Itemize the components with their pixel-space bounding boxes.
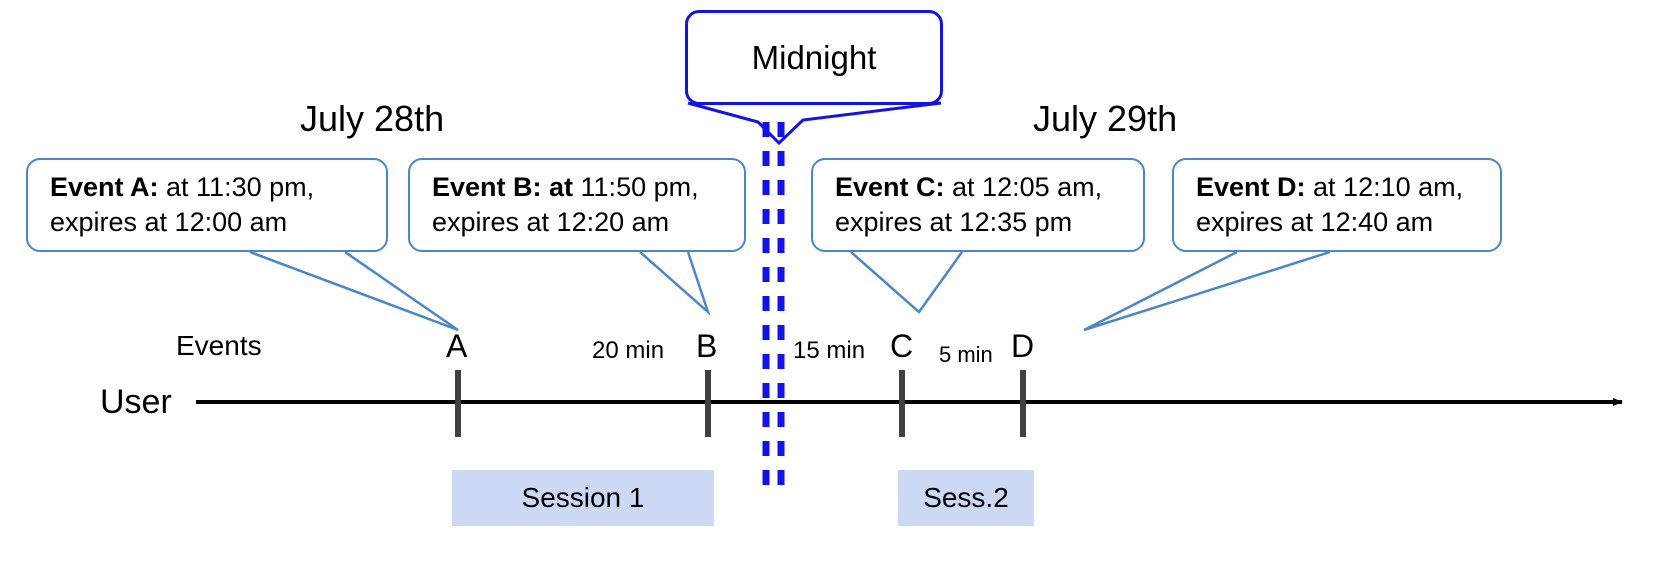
user-row-label: User: [100, 383, 172, 422]
callout-event-b-line1: Event B: at 11:50 pm,: [432, 170, 730, 205]
events-row-label: Events: [176, 330, 262, 362]
events-row-label-text: Events: [176, 330, 262, 361]
leader-line-event-c: [850, 251, 964, 314]
callout-event-c-line2: expires at 12:35 pm: [835, 207, 1073, 238]
tick-label-c-text: C: [890, 328, 914, 364]
callout-event-d-bold: Event D:: [1196, 172, 1306, 202]
callout-event-d-rest: at 12:10 am,: [1305, 172, 1464, 202]
leader-line-event-d: [1083, 250, 1331, 332]
callout-event-a-bold: Event A:: [50, 172, 159, 202]
user-row-label-text: User: [100, 383, 172, 421]
gap-label-c-d: 5 min: [939, 342, 993, 368]
tick-label-b: B: [696, 328, 717, 365]
callout-event-a-rest: at 11:30 pm,: [158, 172, 315, 202]
midnight-callout-tail: [687, 101, 942, 146]
gap-label-a-b-text: 20 min: [592, 337, 665, 364]
callout-event-c-bold: Event C:: [835, 172, 945, 202]
callout-event-c-rest: at 12:05 am,: [944, 172, 1103, 202]
day-label-july-29-text: July 29th: [1033, 98, 1178, 139]
callout-event-a-line1: Event A: at 11:30 pm,: [50, 170, 372, 205]
session-box-2: Sess.2: [898, 470, 1034, 526]
day-label-july-29: July 29th: [1033, 98, 1177, 140]
tick-label-a: A: [446, 328, 467, 365]
session-box-2-label: Sess.2: [923, 482, 1009, 513]
gap-label-b-c: 15 min: [793, 337, 865, 365]
tick-label-c: C: [890, 328, 913, 365]
midnight-label: Midnight: [751, 38, 877, 76]
callout-event-b-rest: 11:50 pm,: [573, 172, 699, 202]
callout-event-b-bold: Event B: at: [432, 172, 574, 202]
midnight-callout: Midnight: [685, 10, 943, 105]
session-box-1: Session 1: [452, 470, 714, 526]
gap-label-b-c-text: 15 min: [793, 337, 866, 364]
callout-event-b: Event B: at 11:50 pm, expires at 12:20 a…: [408, 158, 746, 252]
callout-event-d-line2: expires at 12:40 am: [1196, 207, 1434, 238]
session-box-1-label: Session 1: [521, 482, 645, 513]
gap-label-a-b: 20 min: [592, 337, 664, 365]
callout-event-b-line2: expires at 12:20 am: [432, 207, 670, 238]
callout-event-a: Event A: at 11:30 pm, expires at 12:00 a…: [26, 158, 388, 252]
tick-label-d: D: [1011, 328, 1034, 365]
leader-line-event-a: [249, 250, 459, 332]
tick-label-a-text: A: [446, 328, 468, 364]
callout-event-d-line1: Event D: at 12:10 am,: [1196, 170, 1486, 205]
tick-label-d-text: D: [1011, 328, 1035, 364]
leader-line-event-b: [639, 251, 711, 317]
callout-event-c-line1: Event C: at 12:05 am,: [835, 170, 1129, 205]
callout-event-d: Event D: at 12:10 am, expires at 12:40 a…: [1172, 158, 1502, 252]
day-label-july-28: July 28th: [300, 98, 444, 140]
callout-event-c: Event C: at 12:05 am, expires at 12:35 p…: [811, 158, 1145, 252]
gap-label-c-d-text: 5 min: [939, 342, 993, 367]
day-label-july-28-text: July 28th: [300, 98, 445, 139]
callout-event-a-line2: expires at 12:00 am: [50, 207, 288, 238]
tick-label-b-text: B: [696, 328, 718, 364]
